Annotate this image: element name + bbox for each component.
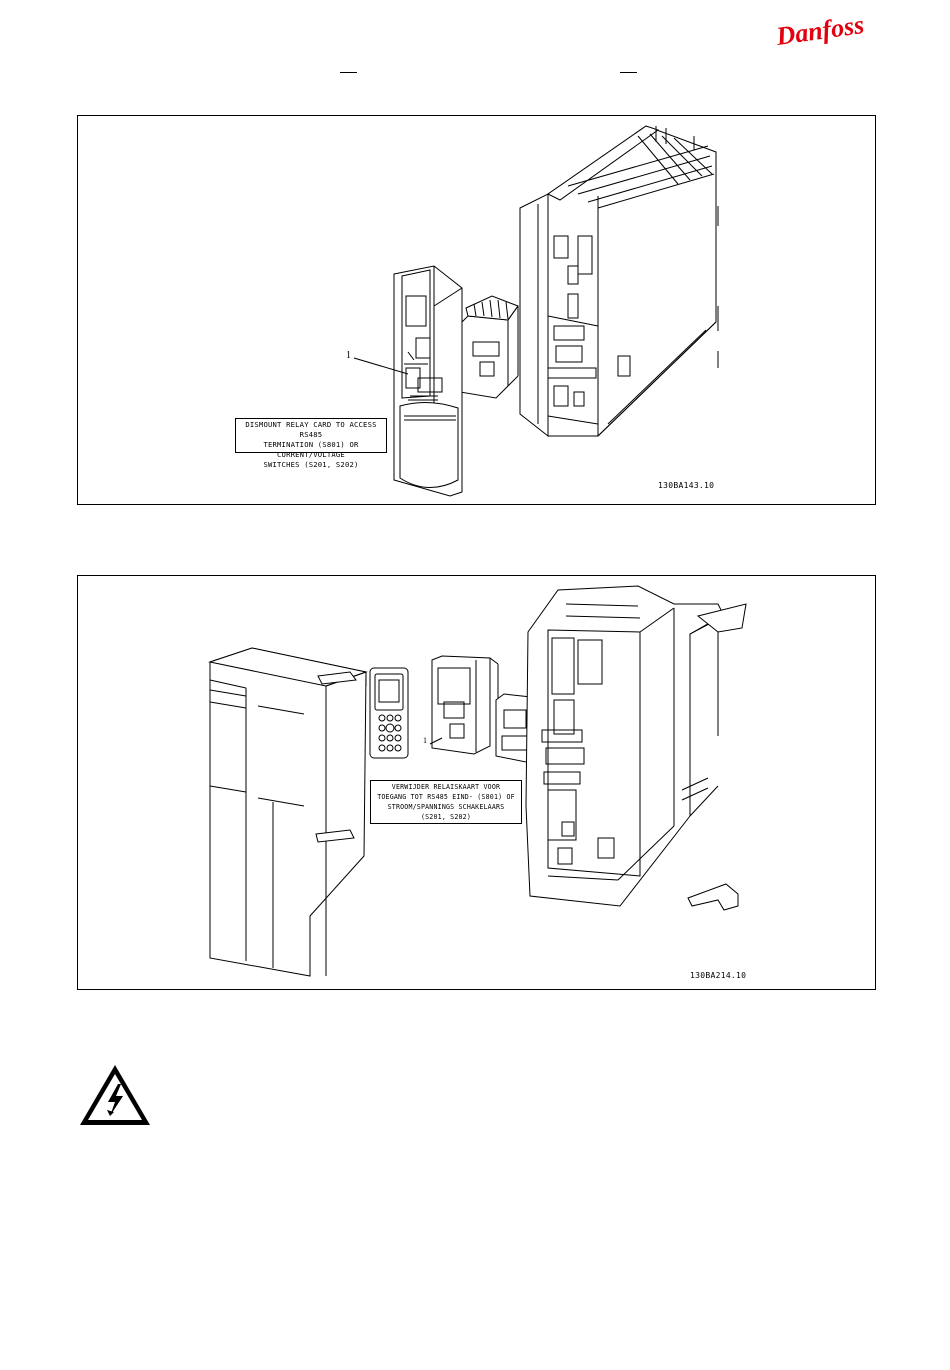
brand-text: Danfoss xyxy=(774,10,866,50)
callout-line: TERMINATION (S801) OR CURRENT/VOLTAGE xyxy=(239,440,383,460)
figure-1-callout: DISMOUNT RELAY CARD TO ACCESS RS485 TERM… xyxy=(235,418,387,453)
item-1-number: 1 xyxy=(346,350,351,361)
front-cover xyxy=(394,266,462,496)
callout-line: (S201, S202) xyxy=(374,812,518,822)
lcp-keypad xyxy=(370,668,408,758)
callout-line: TOEGANG TOT RS485 EIND- (S801) OF xyxy=(374,792,518,802)
high-voltage-warning-icon xyxy=(77,1062,153,1128)
large-front-cover xyxy=(210,648,366,976)
item-1-number-fig2: 1 xyxy=(423,736,427,745)
figure-1: 1 DISMOUNT RELAY CARD TO ACCESS RS485 TE… xyxy=(77,115,876,505)
figure-2-callout: VERWIJDER RELAISKAART VOOR TOEGANG TOT R… xyxy=(370,780,522,824)
figure-2: 1 VERWIJDER RELAISKAART VOOR TOEGANG TOT… xyxy=(77,575,876,990)
drive-body xyxy=(520,126,718,436)
drive-chassis xyxy=(526,586,746,910)
figure-1-drawing xyxy=(78,116,875,504)
control-cassette xyxy=(432,656,498,754)
callout-line: VERWIJDER RELAISKAART VOOR xyxy=(374,782,518,792)
header-rule-left xyxy=(340,72,357,73)
callout-line: SWITCHES (S201, S202) xyxy=(239,460,383,470)
callout-line: STROOM/SPANNINGS SCHAKELAARS xyxy=(374,802,518,812)
figure-1-code: 130BA143.10 xyxy=(658,481,714,490)
danfoss-logo-icon: Danfoss xyxy=(772,8,882,50)
relay-card xyxy=(460,296,518,398)
callout-line: DISMOUNT RELAY CARD TO ACCESS RS485 xyxy=(239,420,383,440)
header-rule-right xyxy=(620,72,637,73)
figure-2-code: 130BA214.10 xyxy=(690,971,746,980)
